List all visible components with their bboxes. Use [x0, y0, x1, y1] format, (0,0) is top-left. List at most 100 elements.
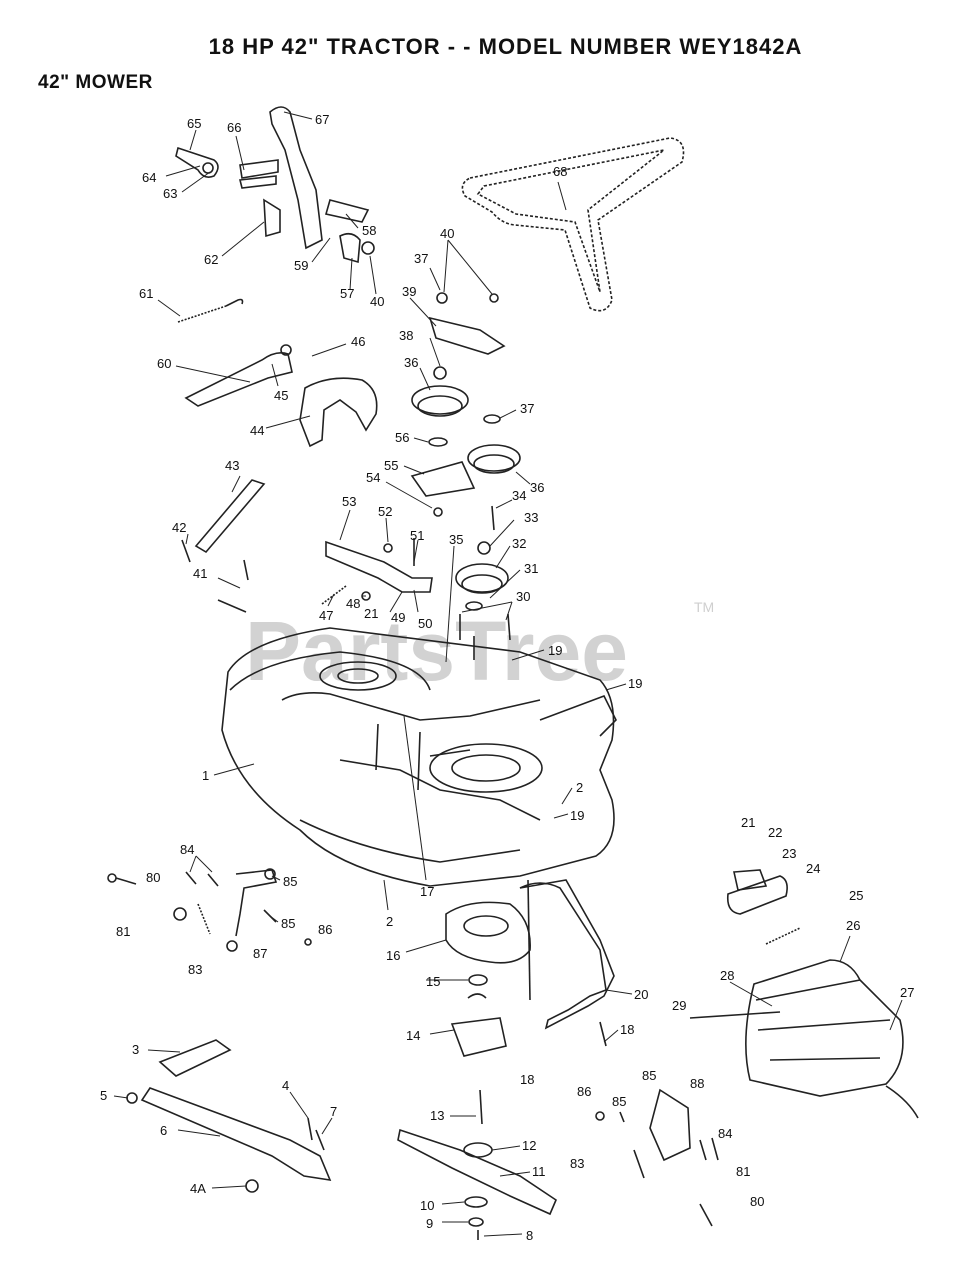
callout-33: 33	[524, 510, 538, 525]
callout-21b: 21	[741, 815, 755, 830]
callout-22: 22	[768, 825, 782, 840]
callout-67: 67	[315, 112, 329, 127]
callout-65: 65	[187, 116, 201, 131]
part-blade-left	[126, 1039, 332, 1193]
callout-45: 45	[274, 388, 288, 403]
callout-44: 44	[250, 423, 264, 438]
part-discharge-chute	[689, 869, 919, 1119]
callout-85b: 85	[281, 916, 295, 931]
callout-52: 52	[378, 504, 392, 519]
callout-35: 35	[449, 532, 463, 547]
callout-13: 13	[430, 1108, 444, 1123]
callout-80a: 80	[146, 870, 160, 885]
callout-51: 51	[410, 528, 424, 543]
callout-18b: 18	[520, 1072, 534, 1087]
callout-20: 20	[634, 987, 648, 1002]
callout-12: 12	[522, 1138, 536, 1153]
callout-54: 54	[366, 470, 380, 485]
callout-50: 50	[418, 616, 432, 631]
callout-86b: 86	[577, 1084, 591, 1099]
callout-81b: 81	[736, 1164, 750, 1179]
callout-27: 27	[900, 985, 914, 1000]
callout-47: 47	[319, 608, 333, 623]
callout-19b: 19	[628, 676, 642, 691]
callout-56: 56	[395, 430, 409, 445]
callout-83a: 83	[188, 962, 202, 977]
leader-lines	[113, 111, 903, 1237]
callout-42: 42	[172, 520, 186, 535]
callout-57: 57	[340, 286, 354, 301]
callout-62: 62	[204, 252, 218, 267]
callout-3: 3	[132, 1042, 139, 1057]
page-title: 18 HP 42" TRACTOR - - MODEL NUMBER WEY18…	[208, 34, 803, 59]
callout-11: 11	[532, 1164, 546, 1179]
callout-61: 61	[139, 286, 153, 301]
callout-41: 41	[193, 566, 207, 581]
callout-28: 28	[720, 968, 734, 983]
callout-84b: 84	[718, 1126, 732, 1141]
callout-38: 38	[399, 328, 413, 343]
callout-87: 87	[253, 946, 267, 961]
callout-40a: 40	[370, 294, 384, 309]
callout-14: 14	[406, 1028, 420, 1043]
part-rod-43	[181, 479, 266, 613]
callout-63: 63	[163, 186, 177, 201]
callout-34: 34	[512, 488, 526, 503]
callout-37b: 37	[520, 401, 534, 416]
callout-5: 5	[100, 1088, 107, 1103]
callout-80b: 80	[750, 1194, 764, 1209]
callout-6: 6	[160, 1123, 167, 1138]
callout-85c: 85	[642, 1068, 656, 1083]
callout-25: 25	[849, 888, 863, 903]
callout-46: 46	[351, 334, 365, 349]
callout-88: 88	[690, 1076, 704, 1091]
callout-36b: 36	[530, 480, 544, 495]
callout-4a: 4A	[190, 1181, 206, 1196]
callout-24: 24	[806, 861, 820, 876]
callout-49: 49	[391, 610, 405, 625]
watermark-text: PartsTree	[245, 604, 628, 698]
callout-59: 59	[294, 258, 308, 273]
callout-64: 64	[142, 170, 156, 185]
callout-48: 48	[346, 596, 360, 611]
callout-36a: 36	[404, 355, 418, 370]
section-subtitle: 42" MOWER	[38, 72, 153, 93]
callout-19a: 19	[548, 643, 562, 658]
part-labels: 67 65 66 64 63 68 58 62 59 57 40 40 37 3…	[100, 112, 914, 1243]
callout-66: 66	[227, 120, 241, 135]
callout-84a: 84	[180, 842, 194, 857]
callout-55: 55	[384, 458, 398, 473]
part-belt	[461, 137, 685, 312]
callout-29: 29	[672, 998, 686, 1013]
part-bracket-44	[299, 377, 378, 448]
callout-32: 32	[512, 536, 526, 551]
callout-19c: 19	[570, 808, 584, 823]
callout-26: 26	[846, 918, 860, 933]
callout-83b: 83	[570, 1156, 584, 1171]
callout-9: 9	[426, 1216, 433, 1231]
part-hardware-right	[595, 1088, 719, 1227]
callout-53: 53	[342, 494, 356, 509]
part-lever-60	[184, 344, 293, 407]
watermark-trademark: TM	[694, 599, 714, 615]
part-idler-assembly	[410, 292, 521, 517]
callout-85d: 85	[612, 1094, 626, 1109]
callout-21a: 21	[364, 606, 378, 621]
callout-17: 17	[420, 884, 434, 899]
callout-43: 43	[225, 458, 239, 473]
callout-2b: 2	[386, 914, 393, 929]
callout-58: 58	[362, 223, 376, 238]
callout-7: 7	[330, 1104, 337, 1119]
callout-2a: 2	[576, 780, 583, 795]
callout-4: 4	[282, 1078, 289, 1093]
callout-8: 8	[526, 1228, 533, 1243]
callout-31: 31	[524, 561, 538, 576]
callout-1: 1	[202, 768, 209, 783]
callout-86a: 86	[318, 922, 332, 937]
callout-30: 30	[516, 589, 530, 604]
callout-39: 39	[402, 284, 416, 299]
part-spindle-housing	[445, 901, 531, 1125]
callout-60: 60	[157, 356, 171, 371]
part-baffle-20	[519, 879, 615, 1047]
